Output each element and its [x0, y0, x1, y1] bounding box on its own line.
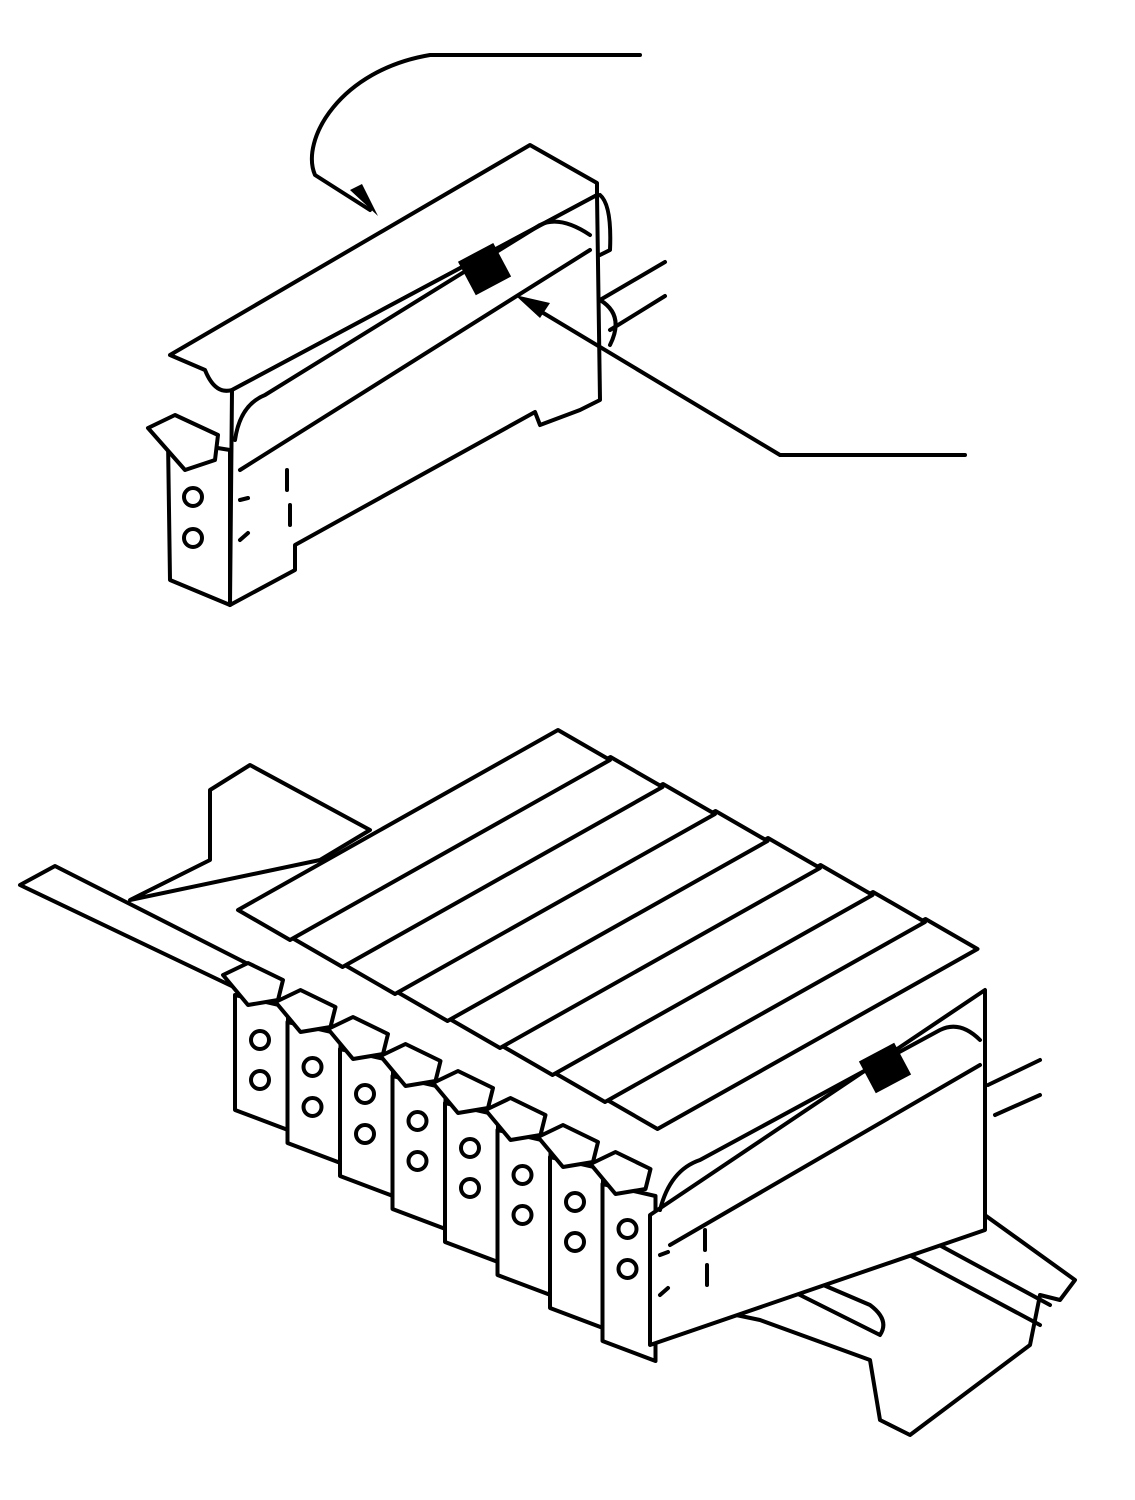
din-rail-left	[18, 864, 252, 992]
indicator-led	[511, 1204, 534, 1226]
end-unit-groove	[658, 1024, 982, 1247]
indicator-led-1	[182, 486, 204, 508]
unit-end-face	[338, 1047, 395, 1198]
indicator-led	[354, 1123, 376, 1145]
cover-latch	[536, 1123, 600, 1169]
indicator-led	[406, 1150, 429, 1172]
indicator-led	[459, 1177, 481, 1199]
indicator-led	[616, 1218, 639, 1240]
din-rail-assembly	[18, 728, 1077, 1437]
curved-arrow-head	[350, 184, 378, 216]
unit-end-face	[495, 1128, 553, 1297]
indicator-led	[249, 1069, 271, 1091]
side-connector	[598, 193, 613, 257]
unit-top-face	[168, 143, 599, 393]
end-unit-markings	[658, 1228, 709, 1297]
din-rail-slot	[788, 1238, 1052, 1337]
side-markings	[238, 468, 292, 542]
indicator-led	[301, 1096, 324, 1118]
unit-top-face	[236, 728, 612, 942]
cover-latch	[273, 988, 338, 1034]
cover-latch	[588, 1150, 653, 1196]
cover-latch	[378, 1042, 443, 1088]
leader-line	[528, 303, 967, 457]
indicator-led	[459, 1137, 481, 1159]
unit-end-face	[285, 1020, 343, 1165]
indicator-led	[564, 1191, 586, 1213]
cover-latch	[483, 1096, 548, 1142]
indicator-led	[511, 1164, 534, 1186]
leader-arrow-head	[515, 295, 550, 318]
indicator-led	[564, 1231, 586, 1253]
unit-end-face	[600, 1182, 658, 1363]
unit-end-face	[443, 1101, 500, 1264]
unit-groove	[233, 219, 592, 472]
indicator-led-2	[182, 527, 204, 549]
indicator-led	[354, 1083, 376, 1105]
cover-latch	[326, 1015, 390, 1061]
adjustment-dial	[457, 242, 512, 296]
cover-latch	[431, 1069, 495, 1115]
indicator-led	[616, 1258, 639, 1280]
end-unit-dial	[858, 1042, 912, 1094]
fiber-cable	[598, 260, 667, 347]
cover-latch	[146, 413, 220, 472]
unit-body	[228, 193, 602, 607]
single-amplifier-unit	[146, 53, 967, 607]
unit-end-face	[548, 1155, 605, 1330]
unit-end-face	[233, 993, 290, 1132]
end-unit-fiber-cable	[986, 1058, 1042, 1117]
indicator-led	[301, 1056, 324, 1078]
indicator-led	[406, 1110, 429, 1132]
stacked-units	[221, 728, 980, 1363]
cover-latch	[221, 961, 285, 1007]
curved-arrow-leader	[309, 53, 642, 212]
din-rail-back	[128, 763, 372, 902]
indicator-led	[249, 1029, 271, 1051]
din-rail-right	[710, 1188, 1077, 1437]
